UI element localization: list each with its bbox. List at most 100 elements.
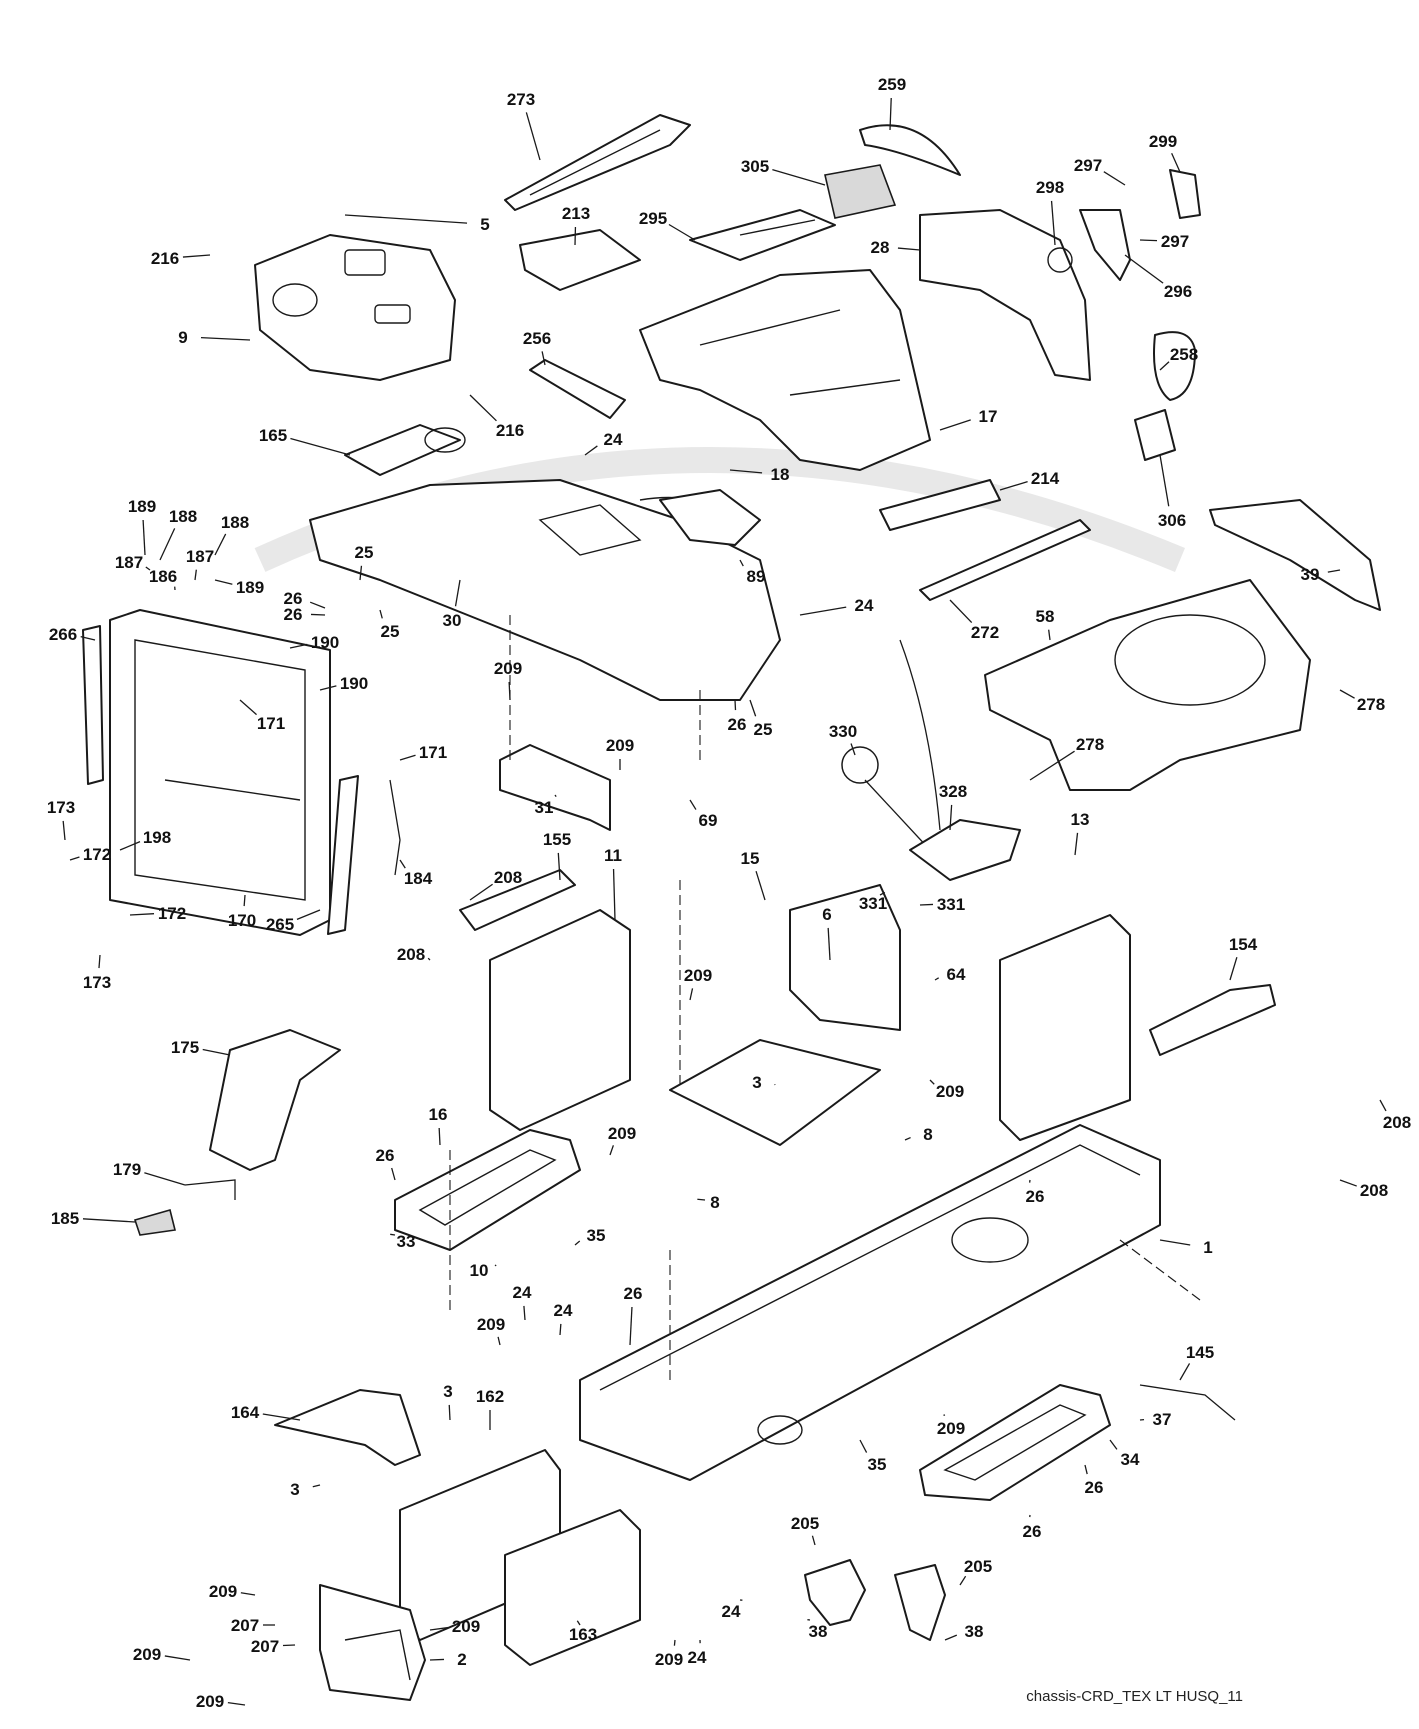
leader-line bbox=[309, 601, 326, 609]
part-9-dash-panel bbox=[254, 234, 456, 381]
callout-30: 30 bbox=[443, 579, 461, 630]
leader-line bbox=[399, 754, 416, 761]
leader-line bbox=[82, 1218, 136, 1223]
callout-label: 164 bbox=[231, 1403, 260, 1422]
callout-label: 26 bbox=[284, 589, 303, 608]
callout-label: 15 bbox=[741, 849, 760, 868]
leader-line bbox=[889, 97, 892, 131]
leader-line bbox=[934, 977, 940, 981]
callout-label: 205 bbox=[791, 1514, 819, 1533]
callout-298: 298 bbox=[1036, 178, 1064, 246]
callout-171: 171 bbox=[399, 743, 447, 762]
part-295-grille bbox=[689, 209, 836, 261]
part-259-cover bbox=[859, 124, 961, 176]
callout-label: 265 bbox=[266, 915, 294, 934]
part-179-rod bbox=[184, 1179, 236, 1200]
leader-line bbox=[557, 852, 561, 881]
callout-label: 3 bbox=[752, 1073, 761, 1092]
callout-26: 26 bbox=[728, 699, 746, 734]
part-33-footrest bbox=[394, 1129, 581, 1251]
leader-line bbox=[673, 1639, 676, 1646]
callout-label: 188 bbox=[169, 507, 197, 526]
callout-208: 208 bbox=[469, 868, 522, 901]
callout-209: 209 bbox=[606, 736, 634, 770]
callout-209: 209 bbox=[655, 1639, 683, 1669]
part-272-strip bbox=[919, 519, 1091, 601]
callout-label: 24 bbox=[554, 1301, 573, 1320]
leader-line bbox=[1029, 750, 1075, 781]
leader-line bbox=[227, 1701, 246, 1706]
callout-172: 172 bbox=[69, 845, 111, 864]
callout-label: 207 bbox=[251, 1637, 279, 1656]
leader-line bbox=[1339, 689, 1355, 699]
callout-8: 8 bbox=[904, 1125, 933, 1144]
part-154-bracket bbox=[1149, 984, 1276, 1056]
callout-label: 26 bbox=[1085, 1478, 1104, 1497]
leader-line bbox=[243, 894, 246, 907]
callout-258: 258 bbox=[1159, 345, 1198, 371]
callout-58: 58 bbox=[1036, 607, 1054, 641]
part-258-cap bbox=[1153, 331, 1196, 401]
callout-162: 162 bbox=[476, 1387, 504, 1430]
callout-207: 207 bbox=[251, 1637, 296, 1656]
leader-line bbox=[202, 1048, 231, 1056]
callout-label: 170 bbox=[228, 911, 256, 930]
callout-295: 295 bbox=[639, 209, 696, 241]
callout-label: 328 bbox=[939, 782, 967, 801]
callout-331: 331 bbox=[859, 891, 887, 913]
callout-label: 1 bbox=[1203, 1238, 1212, 1257]
callout-37: 37 bbox=[1139, 1410, 1172, 1429]
leader-line bbox=[159, 528, 176, 561]
part-214-strip bbox=[879, 479, 1001, 531]
part-256-cover bbox=[529, 359, 626, 419]
callout-26: 26 bbox=[1084, 1464, 1104, 1497]
leader-line bbox=[182, 254, 211, 258]
callout-label: 190 bbox=[340, 674, 368, 693]
leader-line bbox=[939, 419, 971, 431]
leader-line bbox=[390, 1233, 396, 1236]
callout-190: 190 bbox=[319, 674, 368, 693]
callout-173: 173 bbox=[47, 798, 75, 841]
callout-209: 209 bbox=[684, 966, 712, 1001]
callout-label: 64 bbox=[947, 965, 966, 984]
leader-line bbox=[772, 169, 826, 186]
part-39-bracket bbox=[1209, 499, 1381, 611]
leader-line bbox=[612, 868, 616, 921]
callout-label: 37 bbox=[1153, 1410, 1172, 1429]
leader-line bbox=[689, 799, 697, 810]
leader-line bbox=[359, 565, 363, 581]
leader-line bbox=[879, 891, 886, 896]
callout-189: 189 bbox=[128, 497, 156, 556]
callout-26: 26 bbox=[284, 589, 326, 609]
callout-190: 190 bbox=[289, 633, 339, 652]
callout-188: 188 bbox=[214, 513, 249, 556]
callout-label: 17 bbox=[979, 407, 998, 426]
callout-278: 278 bbox=[1029, 735, 1104, 781]
callout-label: 209 bbox=[477, 1315, 505, 1334]
leader-line bbox=[929, 1079, 935, 1085]
leader-line bbox=[1159, 454, 1170, 507]
callout-38: 38 bbox=[944, 1622, 983, 1641]
callout-25: 25 bbox=[749, 699, 772, 739]
callout-label: 155 bbox=[543, 830, 571, 849]
part-38-bracket-right bbox=[894, 1564, 946, 1641]
callout-label: 295 bbox=[639, 209, 667, 228]
leader-line bbox=[1171, 153, 1181, 173]
callout-172: 172 bbox=[129, 904, 186, 923]
leader-line bbox=[1103, 171, 1126, 186]
callout-35: 35 bbox=[574, 1226, 605, 1246]
part-58-fender-pan bbox=[984, 579, 1311, 791]
callout-26: 26 bbox=[1026, 1179, 1044, 1206]
part-6-plate bbox=[669, 1039, 881, 1146]
callout-label: 154 bbox=[1229, 935, 1258, 954]
callout-label: 26 bbox=[624, 1284, 643, 1303]
callout-26: 26 bbox=[284, 605, 326, 624]
callout-266: 266 bbox=[49, 625, 96, 644]
callout-label: 208 bbox=[397, 945, 425, 964]
callout-28: 28 bbox=[871, 238, 921, 257]
callout-187: 187 bbox=[186, 547, 214, 581]
leader-line bbox=[999, 480, 1028, 491]
callout-label: 6 bbox=[822, 905, 831, 924]
part-213-panel bbox=[519, 229, 641, 291]
leader-line bbox=[494, 1264, 497, 1267]
